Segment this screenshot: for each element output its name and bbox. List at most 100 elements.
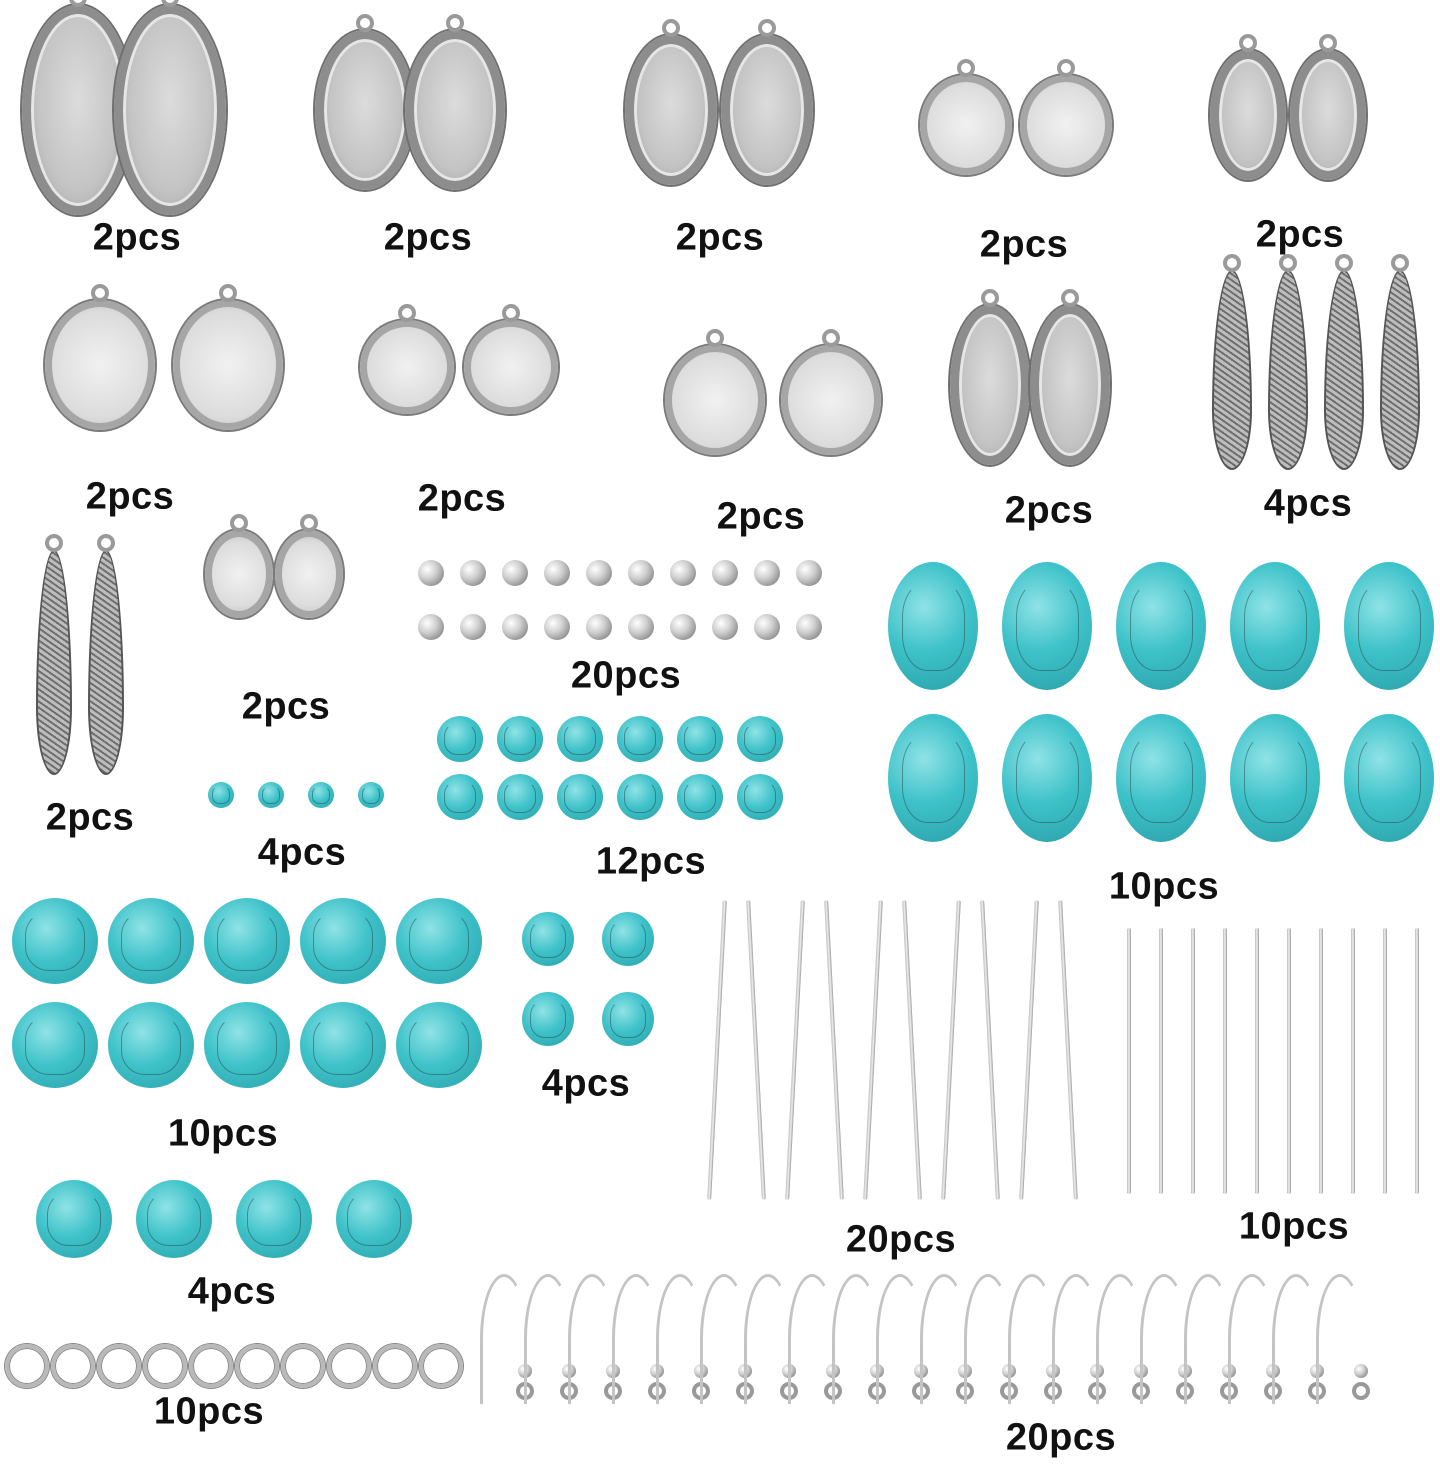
head-pin-piece [1191,928,1195,1194]
earring-hook-piece [744,1274,792,1404]
eye-pin-piece [902,900,922,1200]
round-connector-plain-piece [275,530,343,618]
oval-setting-dotted-piece [114,5,226,215]
turquoise-round-cabochon-piece [300,898,386,984]
silver-spacer-bead-piece [754,560,780,586]
earring-hook-piece [568,1274,616,1404]
quantity-label: 4pcs [1263,482,1353,525]
earring-hook-piece [1184,1274,1232,1404]
turquoise-beads-small-piece [308,782,334,808]
turquoise-oval-cabochon-piece [1344,714,1434,842]
quantity-label: 20pcs [570,654,682,697]
turquoise-round-cabochon-piece [108,898,194,984]
bail-loop [219,284,237,302]
earring-hook-piece [700,1274,748,1404]
turquoise-beads-large-piece [336,1180,412,1258]
bail-loop [45,534,63,552]
silver-spacer-bead-piece [586,614,612,640]
jump-ring-piece [373,1344,417,1388]
bail-loop [822,329,840,347]
round-setting-filigree-piece [173,300,283,430]
bail-loop [706,329,724,347]
silver-spacer-bead-piece [670,560,696,586]
quantity-label: 10pcs [1238,1205,1350,1248]
turquoise-beads-medium-piece [497,774,543,820]
round-setting-crown-piece [781,345,881,455]
earring-hook-piece [832,1274,880,1404]
head-pin-piece [1287,928,1291,1194]
bail-loop [957,59,975,77]
turquoise-oval-cabochon-piece [888,562,978,690]
oval-connector-setting-piece [1290,50,1366,180]
bail-loop [1279,254,1297,272]
silver-spacer-bead-piece [628,614,654,640]
bail-loop [161,0,179,7]
quantity-label: 2pcs [85,475,175,518]
quantity-label: 2pcs [1255,213,1345,256]
round-setting-filigree-piece [45,300,155,430]
turquoise-oval-cabochon-piece [1116,562,1206,690]
turquoise-beads-medium-piece [437,774,483,820]
bail-loop [97,534,115,552]
earring-hook-loop [1352,1382,1370,1400]
quantity-label: 2pcs [92,216,182,259]
bail-loop [981,289,999,307]
eye-pin-piece [980,900,1000,1200]
bail-loop [1057,59,1075,77]
jump-ring-piece [281,1344,325,1388]
quantity-label: 2pcs [675,216,765,259]
bail-loop [758,19,776,37]
bail-loop [300,514,318,532]
jump-ring-piece [143,1344,187,1388]
earring-hook-piece [656,1274,704,1404]
jump-ring-piece [419,1344,463,1388]
silver-spacer-bead-piece [418,614,444,640]
eye-pin-piece [1019,900,1039,1200]
turquoise-oval-cabochon-piece [1230,714,1320,842]
eye-pin-piece [707,900,727,1200]
quantity-label: 12pcs [595,840,707,883]
jump-ring-piece [5,1344,49,1388]
turquoise-beads-medium-piece [437,716,483,762]
earring-hook-piece [524,1274,572,1404]
turquoise-beads-medium-piece [557,774,603,820]
silver-spacer-bead-piece [544,614,570,640]
jump-ring-piece [51,1344,95,1388]
round-connector-plain-piece [205,530,273,618]
round-setting-crown-piece [665,345,765,455]
quantity-label: 4pcs [541,1062,631,1105]
turquoise-oval-cabochon-piece [1116,714,1206,842]
silver-spacer-bead-piece [586,560,612,586]
quantity-label: 20pcs [845,1218,957,1261]
turquoise-beads-small-piece [258,782,284,808]
bail-loop [446,14,464,32]
eye-pin-piece [941,900,961,1200]
turquoise-beads-large-piece [36,1180,112,1258]
turquoise-round-cabochon-piece [12,1002,98,1088]
earring-hook-piece [1272,1274,1320,1404]
earring-hook-bead [1354,1364,1368,1378]
silver-spacer-bead-piece [670,614,696,640]
turquoise-round-cabochon-piece [396,1002,482,1088]
turquoise-beads-medium-piece [737,774,783,820]
silver-spacer-bead-piece [418,560,444,586]
oval-setting-lace-piece [315,30,415,190]
bail-loop [1391,254,1409,272]
silver-spacer-bead-piece [460,560,486,586]
head-pin-piece [1351,928,1355,1194]
quantity-label: 2pcs [1004,489,1094,532]
turquoise-beads-medium-piece [617,774,663,820]
turquoise-oval-cabochon-piece [1344,562,1434,690]
feather-pendant-small-piece [1268,270,1308,470]
head-pin-piece [1319,928,1323,1194]
quantity-label: 2pcs [45,796,135,839]
eye-pin-piece [863,900,883,1200]
bail-loop [69,0,87,7]
earring-hook-piece [788,1274,836,1404]
quantity-label: 4pcs [187,1270,277,1313]
turquoise-beads-medium-piece [497,716,543,762]
silver-spacer-bead-piece [712,560,738,586]
quantity-label: 20pcs [1005,1416,1117,1459]
turquoise-beads-small-piece [208,782,234,808]
